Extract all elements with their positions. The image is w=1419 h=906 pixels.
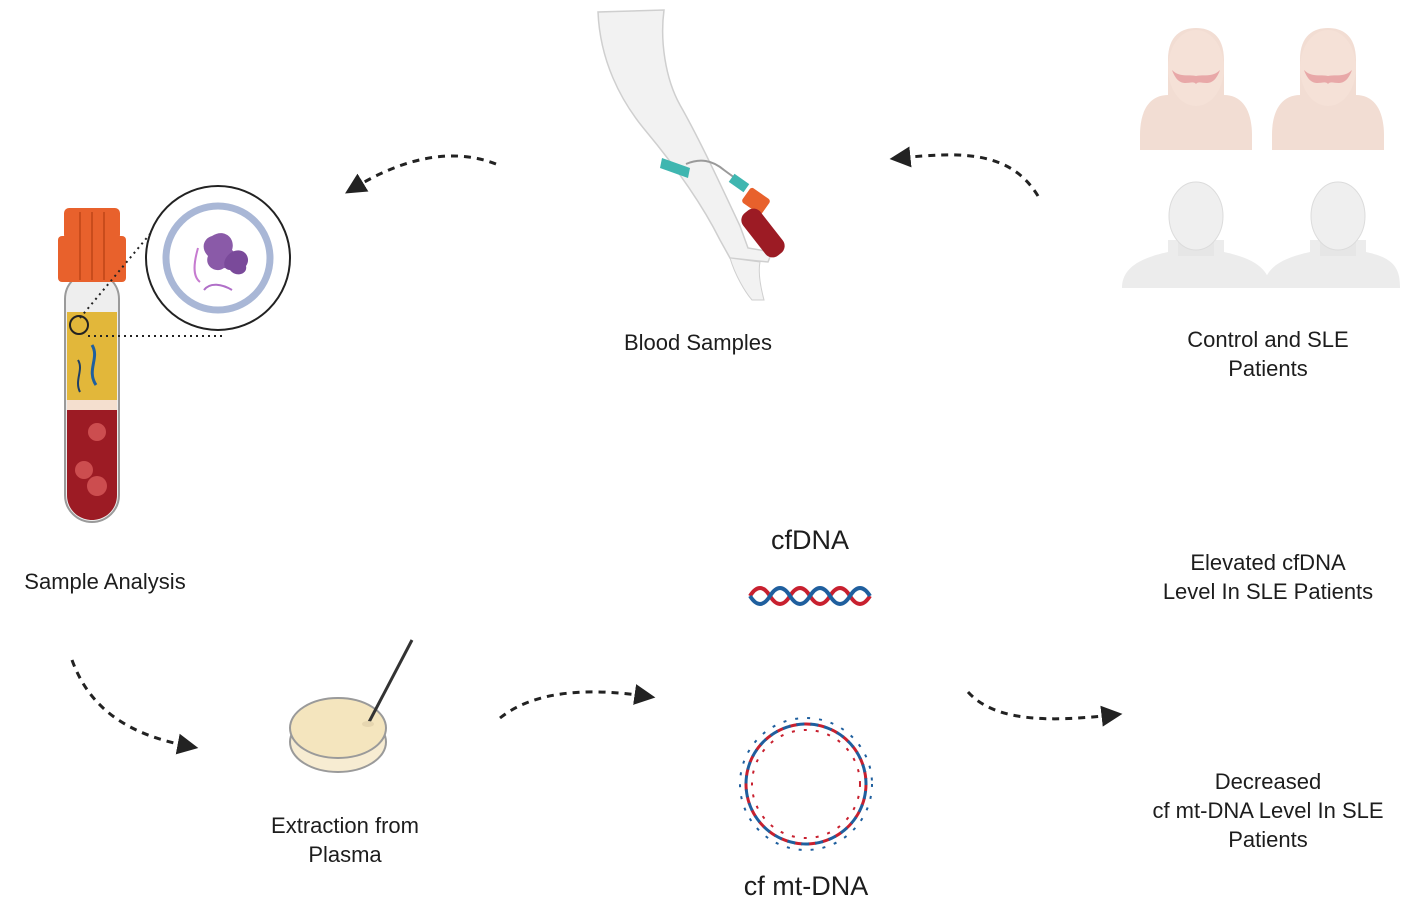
control-face-icon — [1264, 181, 1400, 288]
arrow-patients-to-blood — [889, 146, 1040, 197]
cf-mtdna-circle-icon — [739, 717, 873, 851]
extraction-label-line2: Plasma — [308, 842, 382, 867]
patient-face-icon — [1272, 28, 1384, 150]
control-face-icon — [1122, 181, 1270, 288]
patients-label: Control and SLE Patients — [1150, 325, 1386, 383]
cf-mtdna-label: cf mt-DNA — [743, 871, 869, 901]
arrow-blood-to-analysis — [345, 154, 497, 194]
petri-dish-icon — [289, 639, 414, 773]
decreased-mtdna-label: Decreased cf mt-DNA Level In SLE Patient… — [1126, 767, 1410, 854]
elevated-label-line1: Elevated cfDNA — [1190, 550, 1346, 575]
cfdna-label: cfDNA — [770, 525, 849, 555]
blood-tube-icon — [58, 208, 126, 523]
arrow-extraction-to-dna — [499, 684, 656, 720]
elevated-cfdna-label: Elevated cfDNA Level In SLE Patients — [1128, 548, 1408, 606]
extraction-label-line1: Extraction from — [271, 813, 419, 838]
blood-samples-label: Blood Samples — [624, 330, 772, 355]
arrow-analysis-to-extraction — [70, 659, 199, 755]
magnifier-zoom-icon — [79, 185, 291, 337]
patient-face-icon — [1140, 28, 1252, 150]
cfdna-helix-icon — [748, 586, 872, 606]
decreased-label-line3: Patients — [1228, 827, 1308, 852]
patients-label-line1: Control and SLE — [1187, 327, 1349, 352]
sample-analysis-label: Sample Analysis — [24, 569, 186, 594]
arm-blood-draw-icon — [597, 9, 785, 301]
decreased-label-line2: cf mt-DNA Level In SLE — [1152, 798, 1384, 823]
flow-arrows — [70, 146, 1123, 755]
patients-label-line2: Patients — [1228, 356, 1308, 381]
arrow-dna-to-results — [966, 690, 1123, 727]
extraction-label: Extraction from Plasma — [248, 811, 442, 869]
decreased-label-line1: Decreased — [1214, 769, 1322, 794]
elevated-label-line2: Level In SLE Patients — [1162, 579, 1374, 604]
